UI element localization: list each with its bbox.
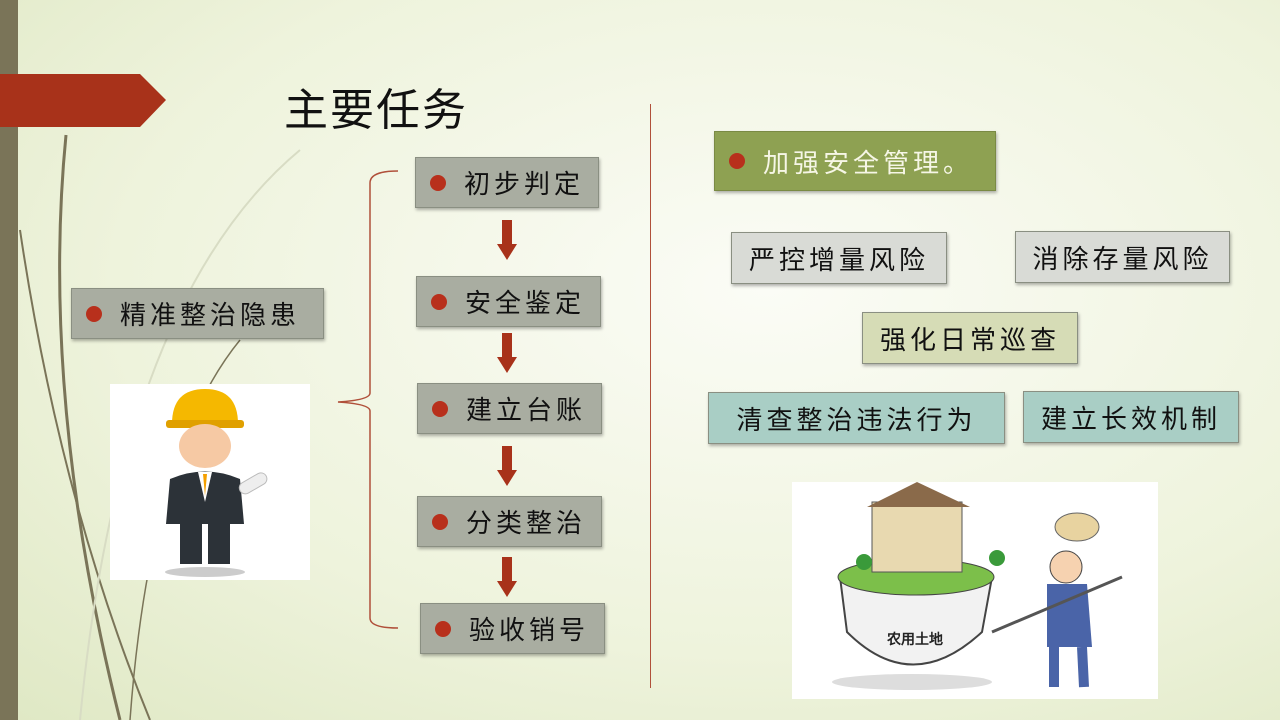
flow-step-1: 初步判定 (415, 157, 599, 208)
section-header-label: 加强安全管理。 (763, 148, 974, 179)
flow-step-label: 安全鉴定 (465, 289, 586, 319)
flow-step-5: 验收销号 (420, 603, 605, 654)
task-label: 强化日常巡查 (879, 325, 1060, 356)
flow-brace (337, 170, 399, 629)
bullet-icon (432, 513, 448, 530)
bullet-icon (435, 620, 451, 637)
arrow-down-icon (497, 333, 517, 375)
task-label: 严控增量风险 (748, 245, 929, 276)
task-item: 消除存量风险 (1015, 231, 1230, 283)
divider (650, 104, 651, 688)
title-flag (0, 74, 166, 127)
main-task-box: 精准整治隐患 (71, 288, 324, 339)
left-decor-bar (0, 0, 18, 720)
flow-step-label: 验收销号 (469, 616, 590, 646)
bullet-icon (432, 400, 448, 417)
flow-step-3: 建立台账 (417, 383, 602, 434)
flow-step-label: 建立台账 (466, 396, 587, 426)
worker-illustration (110, 384, 310, 580)
task-label: 清查整治违法行为 (736, 405, 977, 436)
main-task-label: 精准整治隐患 (120, 301, 301, 331)
task-item: 建立长效机制 (1023, 391, 1239, 443)
bullet-icon (729, 153, 745, 169)
task-item: 清查整治违法行为 (708, 392, 1005, 444)
farmland-illustration: 农用土地 (792, 482, 1158, 699)
bullet-icon (431, 293, 447, 310)
bullet-icon (430, 174, 446, 191)
bowl-label: 农用土地 (886, 631, 943, 648)
flow-step-4: 分类整治 (417, 496, 602, 547)
arrow-down-icon (497, 446, 517, 488)
task-label: 消除存量风险 (1032, 244, 1213, 275)
page-title: 主要任务 (284, 85, 468, 136)
flow-step-label: 分类整治 (466, 509, 587, 539)
flow-step-2: 安全鉴定 (416, 276, 601, 327)
flow-step-label: 初步判定 (464, 170, 585, 200)
task-item: 严控增量风险 (731, 232, 947, 284)
section-header: 加强安全管理。 (714, 131, 996, 191)
task-item: 强化日常巡查 (862, 312, 1078, 364)
arrow-down-icon (497, 557, 517, 599)
arrow-down-icon (497, 220, 517, 262)
bullet-icon (86, 305, 102, 322)
task-label: 建立长效机制 (1040, 404, 1221, 435)
